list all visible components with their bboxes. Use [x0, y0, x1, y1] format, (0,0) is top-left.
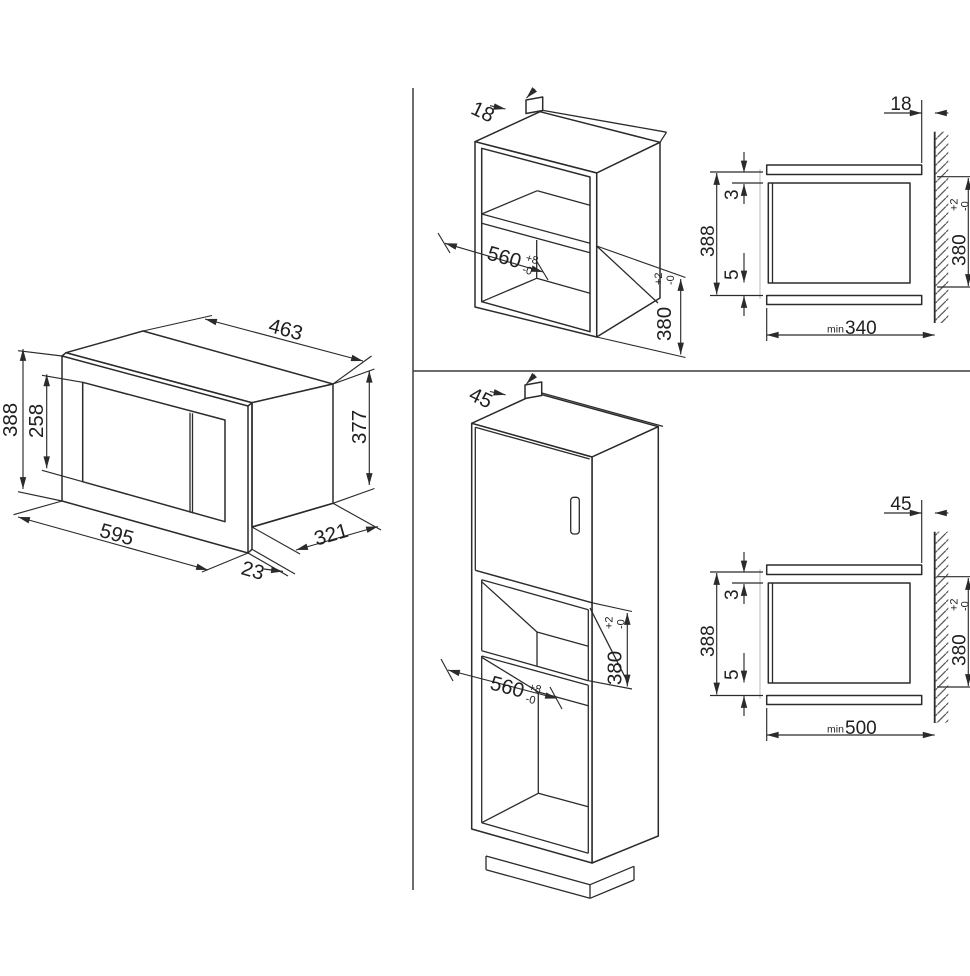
- view-appliance-isometric: 463 377 388 258 595 23: [0, 314, 381, 585]
- dim-label-door-height: 258: [25, 404, 48, 438]
- niche-height-tol-minus: -0: [960, 201, 970, 211]
- niche-height-tol-plus: +2: [653, 272, 665, 285]
- niche-height-tol-minus: -0: [616, 619, 628, 629]
- dim-label-body-width: 463: [266, 314, 305, 345]
- view-wall-cabinet: 18 560 +8 -0 380 +2 -0: [438, 89, 686, 358]
- niche-height-value: 380: [950, 634, 970, 666]
- dim-label-niche-height: 380 +2 -0: [653, 272, 677, 341]
- dim-label-min-depth-prefix: min: [827, 724, 844, 736]
- niche-height-tol-minus: -0: [665, 275, 677, 285]
- dim-label-niche-height: 380 +2 -0: [949, 198, 970, 266]
- niche-height-value: 380: [604, 651, 627, 685]
- wall-hatching: [935, 132, 948, 323]
- view-tall-cabinet: 45 560 +8 -0 380 +2 -0: [441, 375, 663, 899]
- bottom-panel: [767, 696, 922, 705]
- dim-label-niche-height: 380 +2 -0: [949, 598, 970, 666]
- tall-cabinet-body: [472, 382, 663, 898]
- dim-label-front-height: 388: [698, 225, 719, 257]
- dim-label-frame-depth: 23: [239, 557, 267, 585]
- niche-height-tol-minus: -0: [960, 601, 970, 611]
- dim-label-rear-gap: 45: [466, 383, 496, 413]
- bottom-panel: [767, 296, 922, 305]
- dim-label-front-width: 595: [97, 519, 136, 550]
- dim-label-rear-gap: 18: [468, 97, 498, 127]
- dim-label-bottom-clearance: 5: [722, 269, 743, 280]
- niche-height-value: 380: [653, 307, 676, 341]
- dim-label-min-depth: 340: [845, 318, 877, 339]
- appliance-section: [768, 583, 910, 683]
- dim-label-top-clearance: 3: [722, 189, 743, 200]
- niche-height-tol-plus: +2: [604, 616, 616, 629]
- dim-label-top-clearance: 3: [722, 589, 743, 600]
- top-panel: [767, 565, 922, 575]
- dim-label-front-height: 388: [698, 625, 719, 657]
- view-wall-section: 18 388 3 5 380 +2 -0: [698, 94, 970, 341]
- view-tall-section: 45 388 3 5 380 +2 -0: [698, 494, 970, 741]
- dim-label-overall-height: 388: [0, 403, 22, 437]
- dim-label-rear-gap: 18: [890, 94, 911, 115]
- appliance-section: [768, 183, 910, 283]
- dim-label-side-depth: 321: [312, 519, 351, 551]
- niche-height-value: 380: [950, 234, 970, 266]
- dim-label-rear-gap: 45: [890, 494, 911, 515]
- dim-label-body-height: 377: [348, 410, 371, 444]
- wall-hatching: [935, 532, 948, 723]
- top-panel: [767, 165, 922, 175]
- dim-label-min-depth-prefix: min: [827, 324, 844, 336]
- wall-cabinet-body: [475, 97, 667, 337]
- dim-label-min-depth: 500: [845, 718, 877, 739]
- dim-label-bottom-clearance: 5: [722, 669, 743, 680]
